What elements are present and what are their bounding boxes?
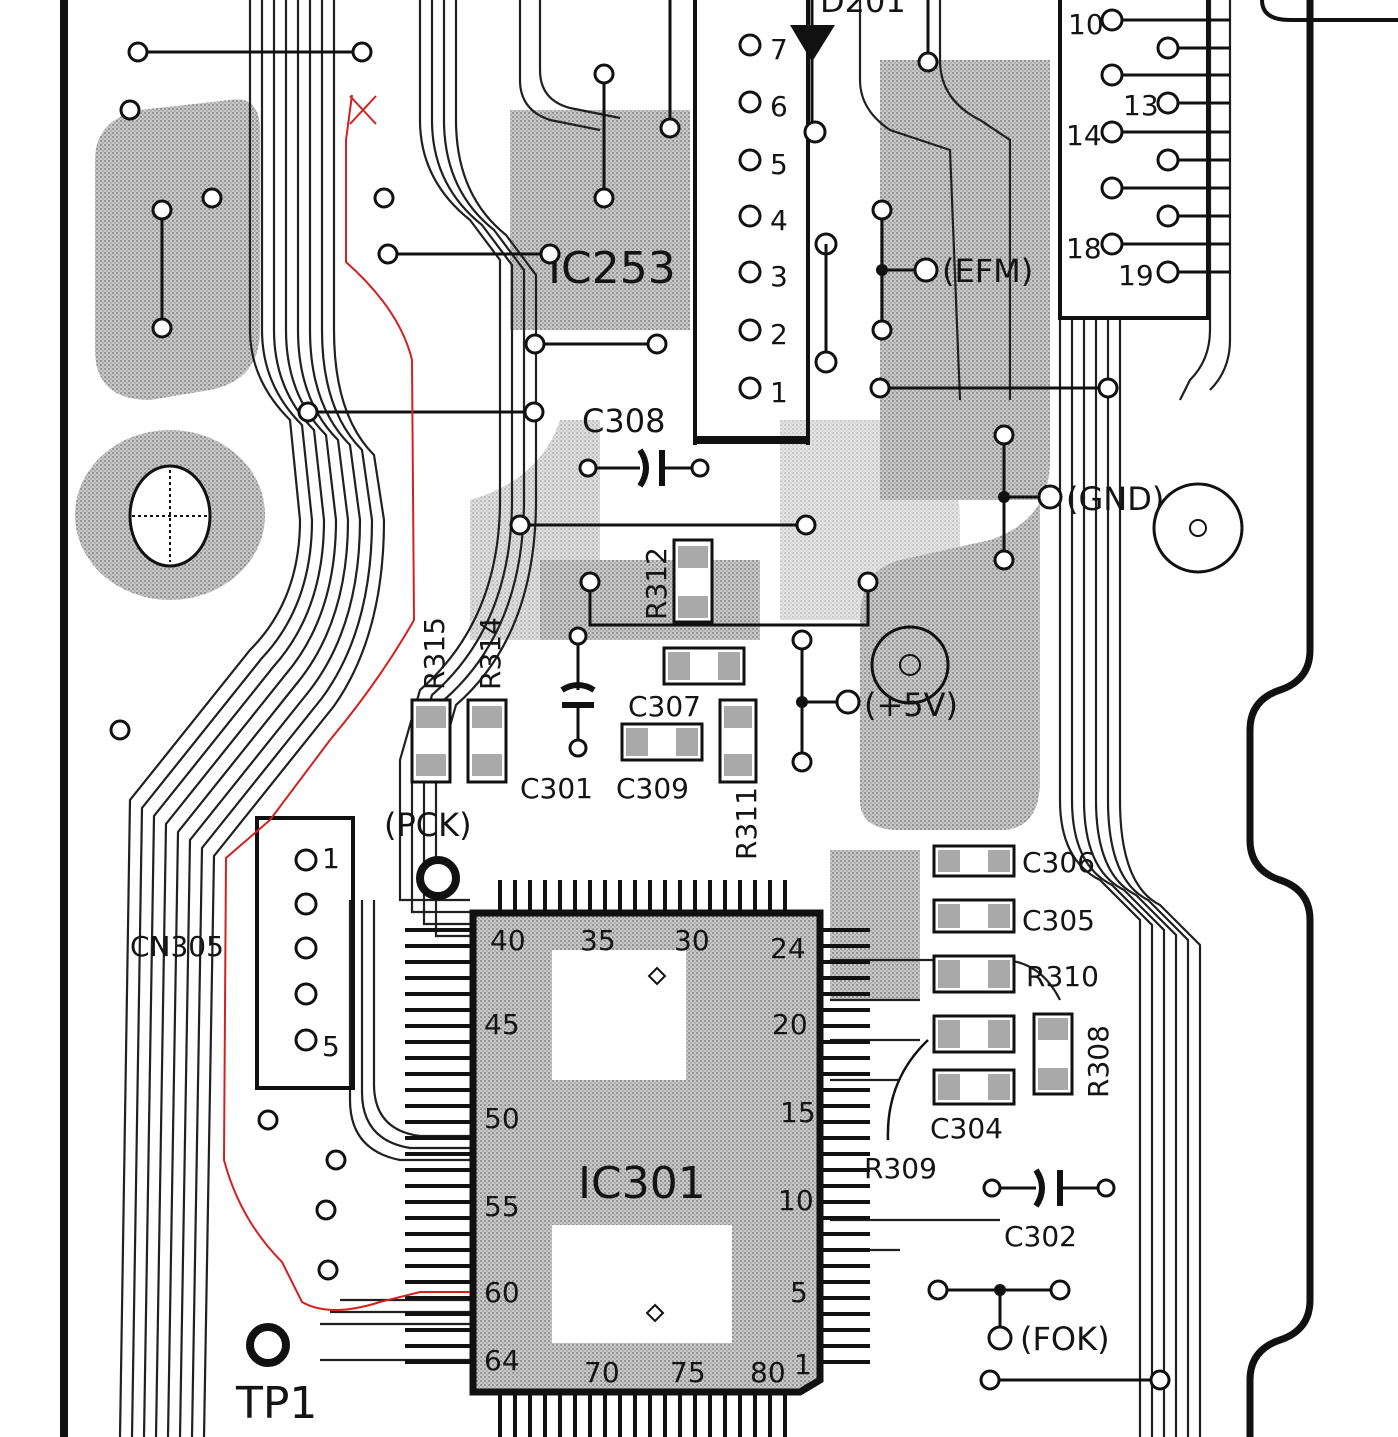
ic301-pin: 80	[750, 1356, 786, 1389]
right-connector	[1058, 0, 1230, 320]
ic253-body	[693, 0, 838, 445]
c307-component	[662, 646, 746, 686]
c301-component	[560, 626, 596, 758]
red-rework-wire	[222, 94, 470, 1311]
ic253-pin: 2	[770, 318, 788, 351]
efm-testpoint	[871, 199, 939, 341]
cn305-component	[255, 816, 355, 1090]
c302-label: C302	[1004, 1220, 1077, 1253]
c308-component	[578, 448, 710, 488]
conn-pin: 14	[1066, 119, 1102, 152]
c307-label: C307	[628, 690, 701, 723]
r314-label: R314	[474, 617, 507, 690]
tp1-testpoint	[246, 1323, 290, 1367]
ic253-pin: 5	[770, 148, 788, 181]
c305-component	[932, 898, 1016, 934]
tp1-label: TP1	[235, 1378, 317, 1429]
pck-testpoint	[416, 856, 460, 900]
right-trace-bundle	[830, 0, 1232, 1437]
d201-label: D201	[820, 0, 906, 20]
c301-label: C301	[520, 772, 593, 805]
ic301-pin: 20	[772, 1008, 808, 1041]
ic301-pin: 1	[794, 1348, 812, 1381]
c304-component	[932, 1068, 1016, 1106]
conn-pin: 18	[1066, 232, 1102, 265]
ic253-pin-labels: 1 2 3 4 5 6 7	[770, 33, 788, 409]
ic301-pin: 10	[778, 1184, 814, 1217]
ic301-pin: 5	[790, 1276, 808, 1309]
c305-label: C305	[1022, 904, 1095, 937]
ic301-body	[405, 880, 870, 1437]
ic301-pin: 75	[670, 1356, 706, 1389]
r312-label: R312	[640, 547, 673, 620]
c308-label: C308	[582, 402, 665, 440]
ic253-label: IC253	[548, 243, 676, 294]
ic301-pin-labels: 40 35 30 24 45 50 55 60 64 20 15 10 5 1 …	[484, 924, 816, 1389]
c302-component	[982, 1168, 1116, 1208]
ic301-pin: 55	[484, 1190, 520, 1223]
r310-label: R310	[1026, 960, 1099, 993]
r308-label: R308	[1082, 1025, 1115, 1098]
ic301-pin: 35	[580, 924, 616, 957]
r312-component	[672, 538, 714, 624]
r311-component	[718, 698, 758, 784]
c306-label: C306	[1022, 846, 1095, 879]
c306-component	[932, 844, 1016, 878]
board-outline	[60, 0, 1398, 1437]
r308-component	[1032, 1012, 1074, 1096]
red-x-mark	[349, 95, 377, 125]
gnd-testpoint	[993, 424, 1244, 574]
conn-pin: 13	[1123, 89, 1159, 122]
v5-label: (+5V)	[864, 686, 958, 724]
r311-label: R311	[730, 787, 763, 860]
jumpers	[109, 0, 1171, 1391]
r314-component	[466, 698, 508, 784]
ic253-pin: 3	[770, 260, 788, 293]
conn-pin: 19	[1118, 259, 1154, 292]
ic253-pin: 4	[770, 204, 788, 237]
ic301-pin: 50	[484, 1102, 520, 1135]
conn-pin: 10	[1068, 8, 1104, 41]
ic301-pin: 15	[780, 1096, 816, 1129]
efm-label: (EFM)	[942, 252, 1033, 290]
c309-label: C309	[616, 772, 689, 805]
r309-label: R309	[864, 1152, 937, 1185]
r315-label: R315	[418, 617, 451, 690]
ic253-pin: 1	[770, 376, 788, 409]
ic301-pin: 24	[770, 932, 806, 965]
c309-component	[620, 722, 704, 762]
ic253-pin: 7	[770, 33, 788, 66]
cn305-label: CN305	[130, 930, 224, 963]
cn305-pin: 1	[322, 842, 340, 875]
c304-label: C304	[930, 1112, 1003, 1145]
ic301-pin: 70	[584, 1356, 620, 1389]
pck-label: (PCK)	[384, 806, 472, 844]
left-trace-bundle	[118, 0, 1012, 1437]
r310-component	[932, 954, 1016, 994]
r309-component	[886, 1014, 1016, 1141]
gnd-label: (GND)	[1066, 480, 1164, 518]
ic301-pin: 30	[674, 924, 710, 957]
ic301-label: IC301	[578, 1158, 706, 1209]
fok-testpoint	[927, 1279, 1071, 1351]
right-connector-pin-labels: 10 13 14 18 19	[1066, 8, 1159, 292]
ic253-pin: 6	[770, 90, 788, 123]
v5-testpoint	[791, 625, 950, 773]
ic301-pin: 64	[484, 1344, 520, 1377]
r315-component	[410, 698, 452, 784]
cn305-pin: 5	[322, 1030, 340, 1063]
fok-label: (FOK)	[1020, 1320, 1110, 1358]
ic301-pin: 40	[490, 924, 526, 957]
mount-hole	[128, 464, 212, 568]
ic301-pin: 45	[484, 1008, 520, 1041]
ic301-pin: 60	[484, 1276, 520, 1309]
